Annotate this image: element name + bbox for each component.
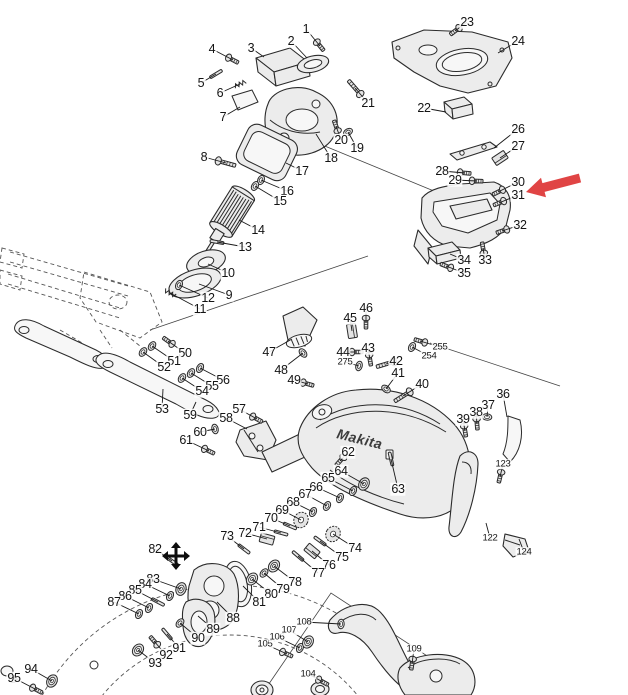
part-glyph-29 [468,176,484,186]
part-glyph-95 [29,683,44,695]
lock-lever [448,451,479,538]
phantom-saw-blade [41,584,419,695]
switch-block [443,96,474,120]
armature [168,185,256,299]
part-glyph-11 [165,288,177,298]
gear-housing-group [181,560,253,648]
guard-link [502,415,523,463]
red-arrow-annotation [526,173,582,198]
move-cursor-icon [162,542,190,570]
construction-lines [149,141,561,695]
handle-base-housing [413,141,511,265]
part-glyph-6 [234,79,247,89]
corner-bracket [502,533,530,558]
motor-gear-housing-cluster [231,47,338,182]
part-glyph-107 [302,635,314,649]
handle-cover [391,29,513,94]
blade-case: Makita [261,388,471,519]
part-glyph-68 [308,506,318,518]
link-arms [13,319,277,461]
bottom-housing [397,653,476,695]
dust-cup [282,306,318,349]
phantom-slide-rails [0,247,163,349]
